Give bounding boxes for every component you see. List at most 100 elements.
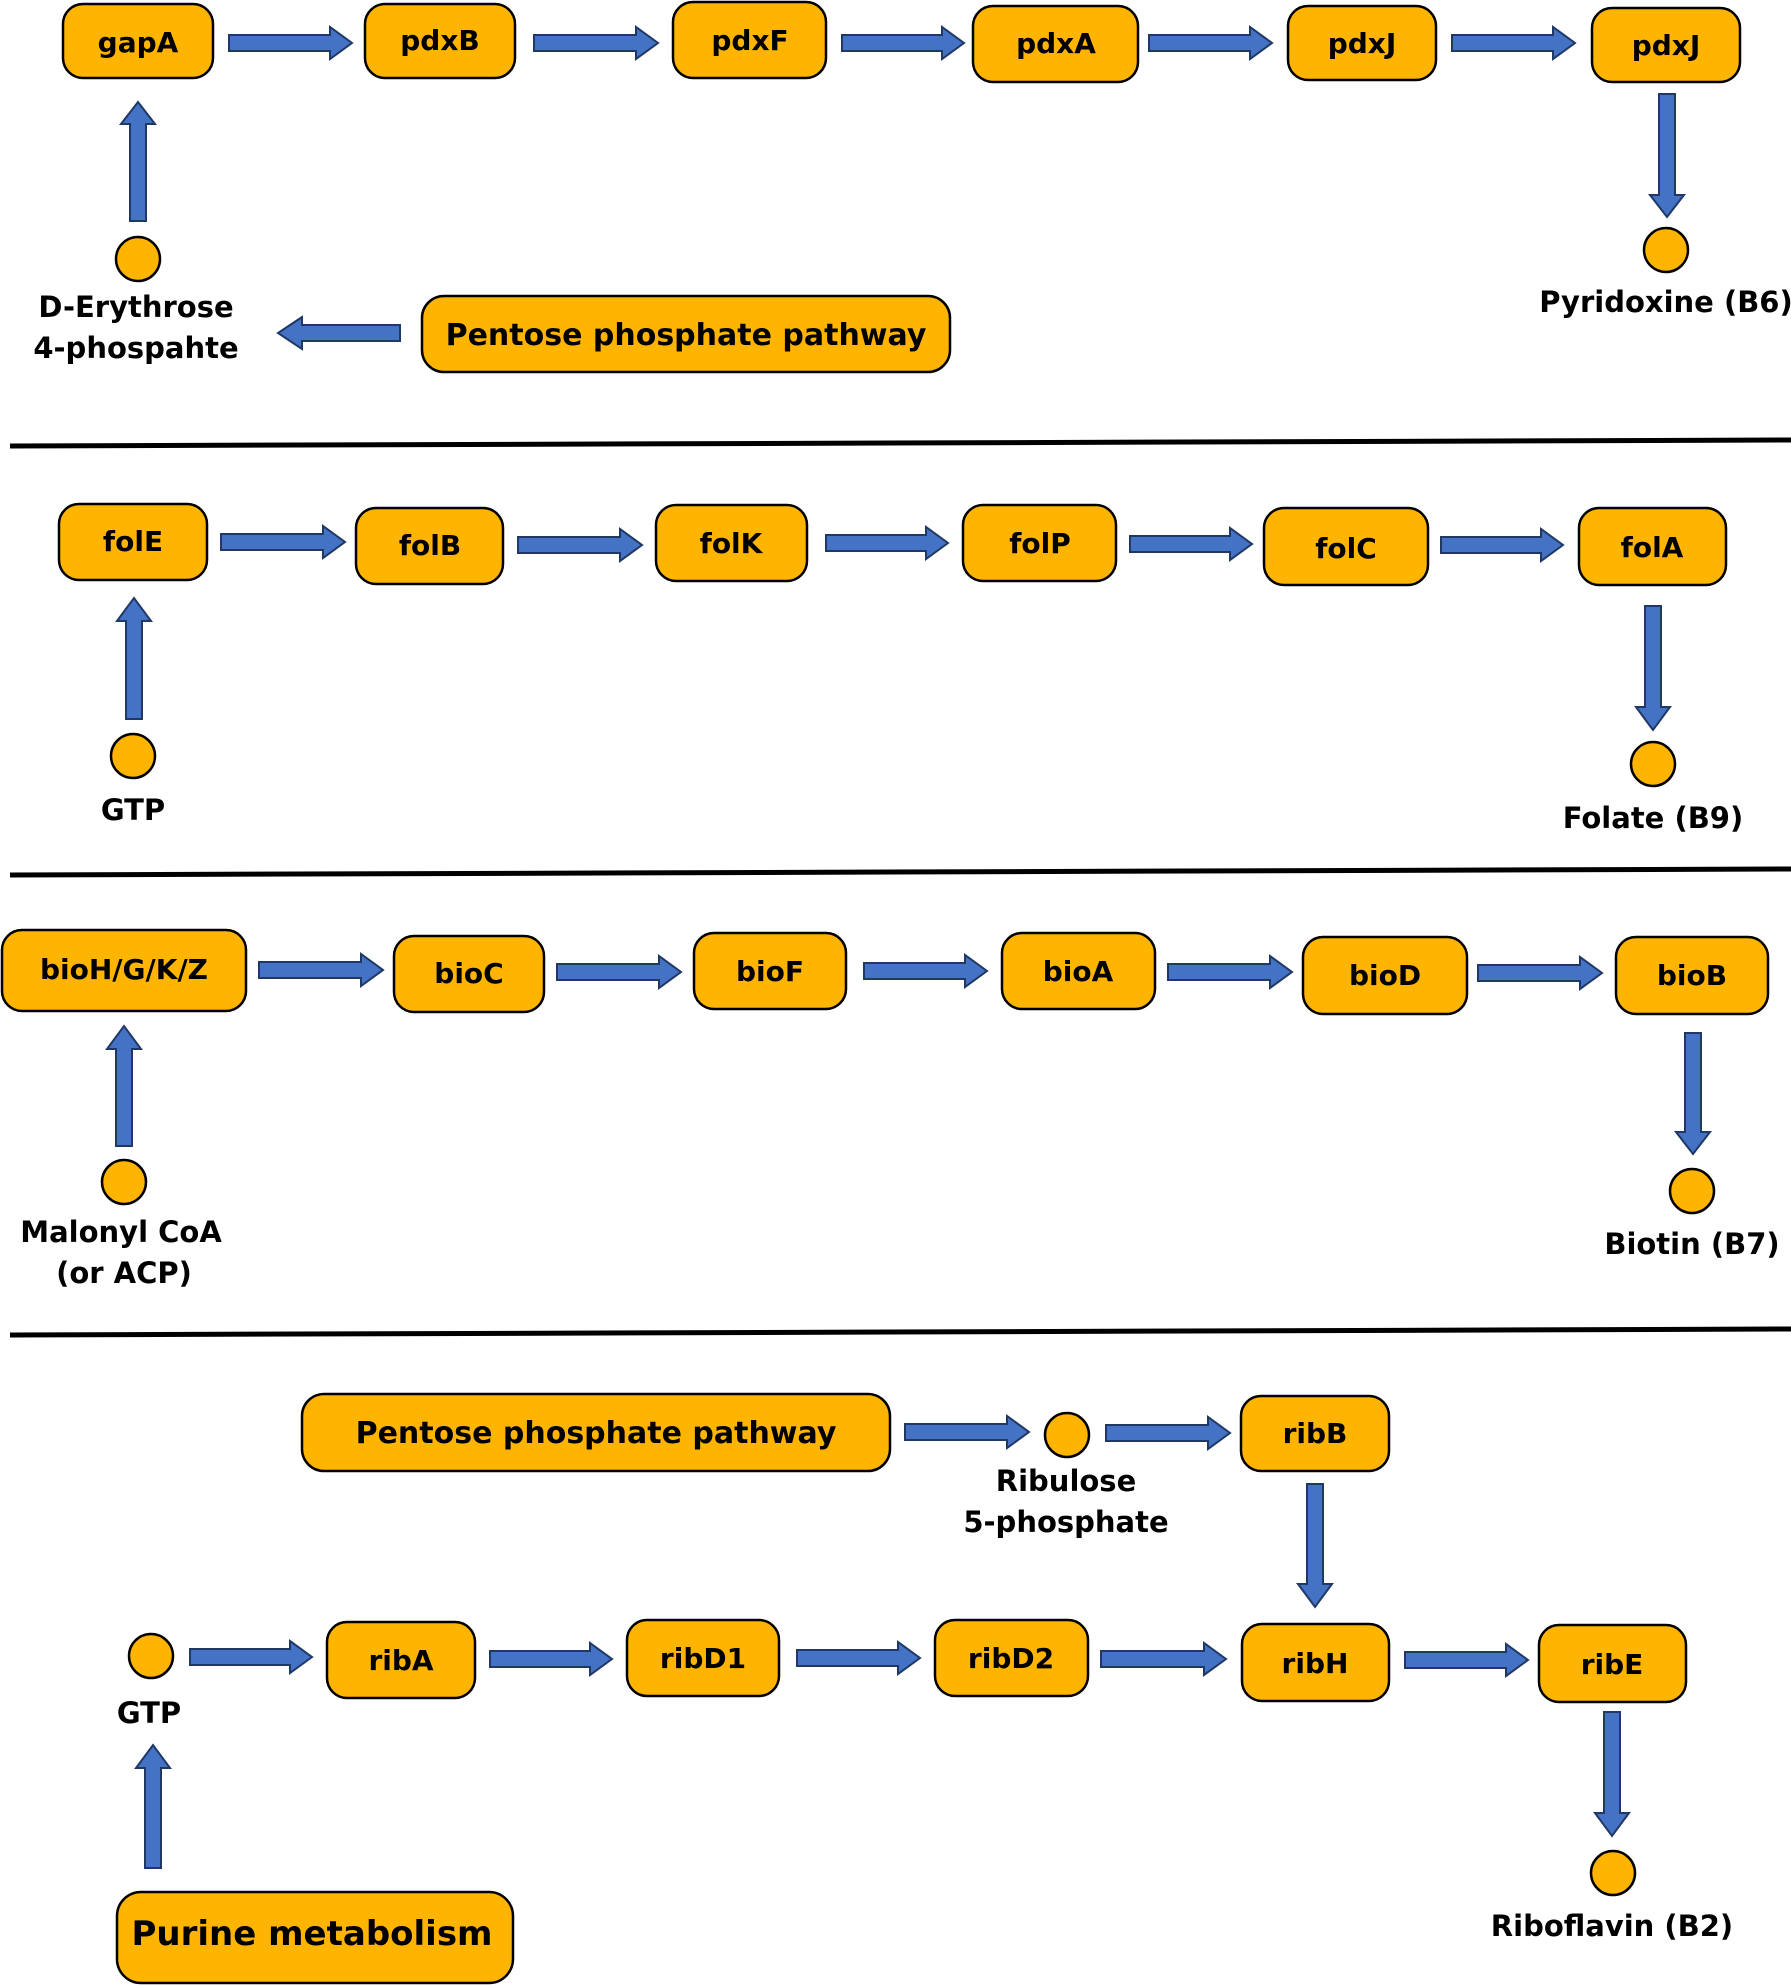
b6-pathway: gapA pdxB pdxF pdxA pdxJ pdxJ D-Erythro xyxy=(33,0,1791,374)
gene-node-folP: folP xyxy=(961,503,1118,583)
svg-text:ribD1: ribD1 xyxy=(660,1642,746,1675)
product-dot xyxy=(1668,1167,1716,1215)
gene-node-ribH: ribH xyxy=(1240,1622,1391,1703)
svg-text:folK: folK xyxy=(700,527,764,560)
start-metabolite-label: 4-phospahte xyxy=(33,331,238,365)
arrow-down xyxy=(1647,93,1687,219)
gene-node-pdxF: pdxF xyxy=(671,0,828,80)
svg-text:pdxF: pdxF xyxy=(711,24,788,57)
svg-text:ribH: ribH xyxy=(1282,1647,1349,1680)
arrow-right xyxy=(1404,1642,1530,1678)
svg-text:Pentose phosphate pathway: Pentose phosphate pathway xyxy=(356,1416,837,1451)
svg-text:bioB: bioB xyxy=(1657,959,1727,992)
gene-node-pdxA: pdxA xyxy=(971,4,1140,84)
b7-pathway: bioH/G/K/Z bioC bioF bioA bioD bioB Mal xyxy=(0,928,1780,1290)
gene-node-folK: folK xyxy=(654,503,809,583)
start-metabolite-dot xyxy=(100,1158,148,1206)
svg-text:folA: folA xyxy=(1621,531,1684,564)
gene-node-bioB: bioB xyxy=(1614,935,1770,1016)
gene-node-bioD: bioD xyxy=(1301,935,1469,1016)
gene-node-bioA: bioA xyxy=(1000,931,1157,1011)
arrow-right xyxy=(1129,526,1254,562)
arrow-right xyxy=(1451,25,1577,61)
gene-node-ribB: ribB xyxy=(1239,1394,1391,1473)
gene-node-folC: folC xyxy=(1262,506,1430,587)
gene-node-bioF: bioF xyxy=(692,931,848,1011)
product-label: Pyridoxine (B6) xyxy=(1539,285,1791,319)
start-metabolite-label: GTP xyxy=(101,793,165,827)
arrow-right xyxy=(228,25,354,61)
gene-node-folB: folB xyxy=(354,506,505,586)
arrow-right xyxy=(1148,25,1274,61)
arrow-down xyxy=(1673,1032,1713,1156)
arrow-right xyxy=(556,954,683,990)
arrow-left xyxy=(276,315,401,351)
svg-text:Pentose phosphate pathway: Pentose phosphate pathway xyxy=(446,318,927,353)
intermediate-label: 5-phosphate xyxy=(963,1505,1168,1539)
start-metabolite-dot xyxy=(114,235,162,283)
b2-pathway: Pentose phosphate pathway Ribulose 5-pho… xyxy=(115,1392,1733,1985)
product-dot xyxy=(1589,1849,1637,1897)
product-label: Folate (B9) xyxy=(1563,801,1744,835)
product-label: Biotin (B7) xyxy=(1604,1227,1779,1261)
start-metabolite-label: D-Erythrose xyxy=(38,290,233,324)
svg-text:bioA: bioA xyxy=(1043,955,1114,988)
svg-text:bioD: bioD xyxy=(1349,959,1421,992)
upstream-pathway-node: Purine metabolism xyxy=(115,1890,515,1985)
gene-node-ribA: ribA xyxy=(325,1620,477,1700)
svg-text:bioF: bioF xyxy=(736,955,804,988)
start-metabolite-label: Malonyl CoA xyxy=(20,1215,222,1249)
svg-text:Purine metabolism: Purine metabolism xyxy=(131,1914,492,1954)
start-metabolite-label: (or ACP) xyxy=(56,1256,192,1290)
gene-node-pdxJ-2: pdxJ xyxy=(1590,6,1742,84)
svg-text:pdxJ: pdxJ xyxy=(1632,29,1701,62)
svg-text:ribA: ribA xyxy=(368,1644,433,1677)
gene-node-gapA: gapA xyxy=(61,2,215,80)
arrow-down xyxy=(1634,605,1672,732)
svg-text:folE: folE xyxy=(103,525,163,558)
svg-text:ribB: ribB xyxy=(1283,1417,1348,1450)
svg-text:ribE: ribE xyxy=(1581,1648,1644,1681)
intermediate-label: Ribulose xyxy=(996,1464,1136,1498)
arrow-right xyxy=(825,525,950,561)
arrow-right xyxy=(904,1414,1031,1450)
start-metabolite-label: GTP xyxy=(117,1696,181,1730)
svg-text:bioC: bioC xyxy=(434,957,503,990)
arrow-right xyxy=(517,527,644,563)
arrow-right xyxy=(189,1639,314,1675)
gene-node-folE: folE xyxy=(57,502,209,582)
arrow-right xyxy=(1167,954,1294,990)
arrow-right xyxy=(1100,1641,1228,1677)
product-dot xyxy=(1642,226,1690,274)
arrow-right xyxy=(489,1641,614,1677)
svg-text:ribD2: ribD2 xyxy=(968,1642,1054,1675)
arrow-right xyxy=(1440,527,1565,563)
svg-text:gapA: gapA xyxy=(98,26,179,59)
section-divider xyxy=(9,866,1791,878)
section-divider xyxy=(9,1326,1791,1338)
intermediate-dot xyxy=(1043,1411,1091,1459)
svg-text:bioH/G/K/Z: bioH/G/K/Z xyxy=(40,953,208,986)
svg-text:pdxJ: pdxJ xyxy=(1328,27,1397,60)
gene-node-folA: folA xyxy=(1577,506,1728,587)
arrow-right xyxy=(796,1640,922,1676)
svg-text:pdxA: pdxA xyxy=(1016,27,1096,60)
gene-node-pdxB: pdxB xyxy=(363,2,517,80)
arrow-right xyxy=(1105,1415,1232,1451)
source-pathway-node: Pentose phosphate pathway xyxy=(420,294,952,374)
b9-pathway: folE folB folK folP folC folA GTP xyxy=(57,502,1744,835)
arrow-up xyxy=(118,100,158,222)
gene-node-ribD2: ribD2 xyxy=(933,1618,1090,1698)
arrow-right xyxy=(533,25,660,61)
svg-text:folP: folP xyxy=(1009,527,1071,560)
source-pathway-node: Pentose phosphate pathway xyxy=(300,1392,892,1473)
product-label: Riboflavin (B2) xyxy=(1491,1909,1733,1943)
gene-node-bioHGKZ: bioH/G/K/Z xyxy=(0,928,248,1013)
svg-text:pdxB: pdxB xyxy=(400,24,480,57)
arrow-down xyxy=(1296,1483,1334,1609)
arrow-up xyxy=(115,596,153,720)
section-divider xyxy=(9,437,1791,449)
gene-node-ribE: ribE xyxy=(1537,1623,1688,1704)
gene-node-ribD1: ribD1 xyxy=(625,1618,781,1698)
